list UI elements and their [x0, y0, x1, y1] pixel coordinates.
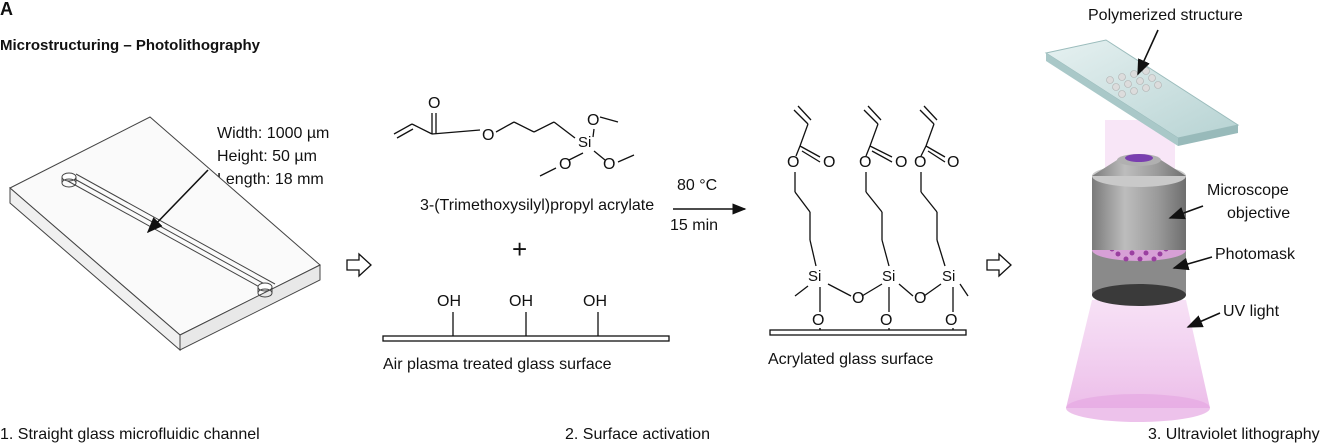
label-polymerized-structure: Polymerized structure — [1088, 7, 1243, 24]
pointer-arrow-icon — [146, 169, 209, 234]
acrylated-glass-surface — [769, 105, 969, 336]
dim-height: Height: 50 µm — [217, 148, 317, 165]
oh-group-3: OH — [583, 293, 607, 310]
atom-o-ester-c: O — [914, 154, 927, 171]
pointer-arrow-icon — [1137, 29, 1159, 76]
microscope-objective — [1092, 154, 1186, 250]
caption-step1: 1. Straight glass microfluidic channel — [0, 426, 260, 443]
reagent-name: 3-(Trimethoxysilyl)propyl acrylate — [420, 197, 655, 214]
glass-chip — [9, 116, 321, 352]
atom-o-methoxy2: O — [559, 156, 572, 173]
glass-slide — [1044, 39, 1240, 146]
hollow-right-arrow-icon — [346, 252, 372, 278]
hollow-right-arrow-icon — [986, 252, 1012, 278]
plasma-surface-caption: Air plasma treated glass surface — [383, 356, 612, 373]
atom-si-c: Si — [942, 268, 956, 285]
atom-o-ester: O — [482, 127, 495, 144]
oh-group-1: OH — [437, 293, 461, 310]
label-uv-light: UV light — [1223, 303, 1280, 320]
label-objective-line2: objective — [1227, 205, 1291, 222]
atom-si-b: Si — [882, 268, 896, 285]
atom-o-surface-3: O — [945, 312, 958, 329]
label-photomask: Photomask — [1215, 246, 1296, 263]
atom-si-reagent: Si — [578, 134, 592, 151]
oh-group-2: OH — [509, 293, 533, 310]
atom-o-ester-a: O — [787, 154, 800, 171]
atom-o-carbonyl: O — [428, 95, 441, 112]
caption-step3: 3. Ultraviolet lithography — [1148, 426, 1320, 443]
plus-sign: + — [512, 234, 528, 264]
atom-o-carbonyl-b: O — [895, 154, 908, 171]
panel-label: A — [0, 0, 13, 19]
atom-o-bridge-1: O — [852, 290, 865, 307]
atom-o-methoxy3: O — [603, 156, 616, 173]
atom-si-a: Si — [808, 268, 822, 285]
condition-temperature: 80 °C — [677, 177, 718, 194]
atom-o-carbonyl-a: O — [823, 154, 836, 171]
pointer-arrow-icon — [1172, 256, 1213, 271]
atom-o-carbonyl-c: O — [947, 154, 960, 171]
dim-width: Width: 1000 µm — [217, 125, 330, 142]
atom-o-bridge-2: O — [914, 290, 927, 307]
pointer-arrow-icon — [1168, 205, 1204, 220]
label-objective-line1: Microscope — [1207, 182, 1289, 199]
caption-step2: 2. Surface activation — [565, 426, 710, 443]
atom-o-methoxy1: O — [587, 112, 600, 129]
reagent-structure — [393, 113, 635, 177]
dim-length: Length: 18 mm — [217, 171, 324, 188]
pointer-arrow-icon — [1186, 312, 1221, 328]
atom-o-surface-2: O — [880, 312, 893, 329]
figure-title: Microstructuring – Photolithography — [0, 37, 261, 54]
plasma-glass-surface — [382, 312, 670, 342]
atom-o-ester-b: O — [859, 154, 872, 171]
condition-time: 15 min — [670, 217, 719, 234]
product-caption: Acrylated glass surface — [768, 351, 934, 368]
atom-o-surface-1: O — [812, 312, 825, 329]
